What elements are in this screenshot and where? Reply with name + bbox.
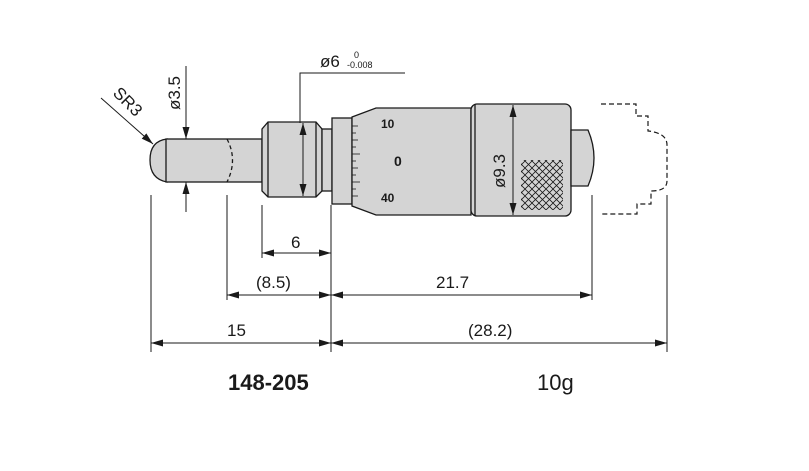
neck bbox=[321, 128, 333, 192]
body-length-label: 21.7 bbox=[436, 273, 469, 292]
micrometer-body bbox=[149, 103, 595, 217]
end-cap bbox=[570, 129, 595, 187]
thimble-diameter-label: ø9.3 bbox=[490, 154, 509, 188]
scale-label-top: 10 bbox=[381, 117, 395, 131]
spindle-hidden-edge bbox=[226, 138, 234, 183]
scale-label-middle: 0 bbox=[394, 153, 402, 169]
spindle-diameter-label: ø3.5 bbox=[165, 76, 184, 110]
thimble-graduations bbox=[352, 125, 360, 197]
thimble bbox=[351, 107, 472, 216]
sr3-label: SR3 bbox=[109, 83, 146, 120]
tolerance-upper-label: 0 bbox=[354, 50, 359, 60]
spherical-tip bbox=[149, 138, 168, 183]
ref-total-length-label: (28.2) bbox=[468, 321, 512, 340]
sleeve-ring bbox=[331, 117, 353, 205]
dimension-lines bbox=[100, 66, 667, 347]
stem bbox=[261, 121, 323, 198]
spindle bbox=[165, 138, 263, 183]
model-number: 148-205 bbox=[228, 370, 309, 395]
extension-lines bbox=[150, 195, 668, 352]
ref-stem-length-label: (8.5) bbox=[256, 273, 291, 292]
stem-diameter-label: ø6 bbox=[320, 52, 340, 71]
tolerance-lower-label: -0.008 bbox=[347, 60, 373, 70]
hidden-outline bbox=[601, 103, 668, 215]
scale-label-bottom: 40 bbox=[381, 191, 395, 205]
knurl-pattern bbox=[521, 160, 563, 210]
spindle-length-label: 15 bbox=[227, 321, 246, 340]
stem-length-label: 6 bbox=[291, 233, 300, 252]
weight-label: 10g bbox=[537, 370, 574, 395]
